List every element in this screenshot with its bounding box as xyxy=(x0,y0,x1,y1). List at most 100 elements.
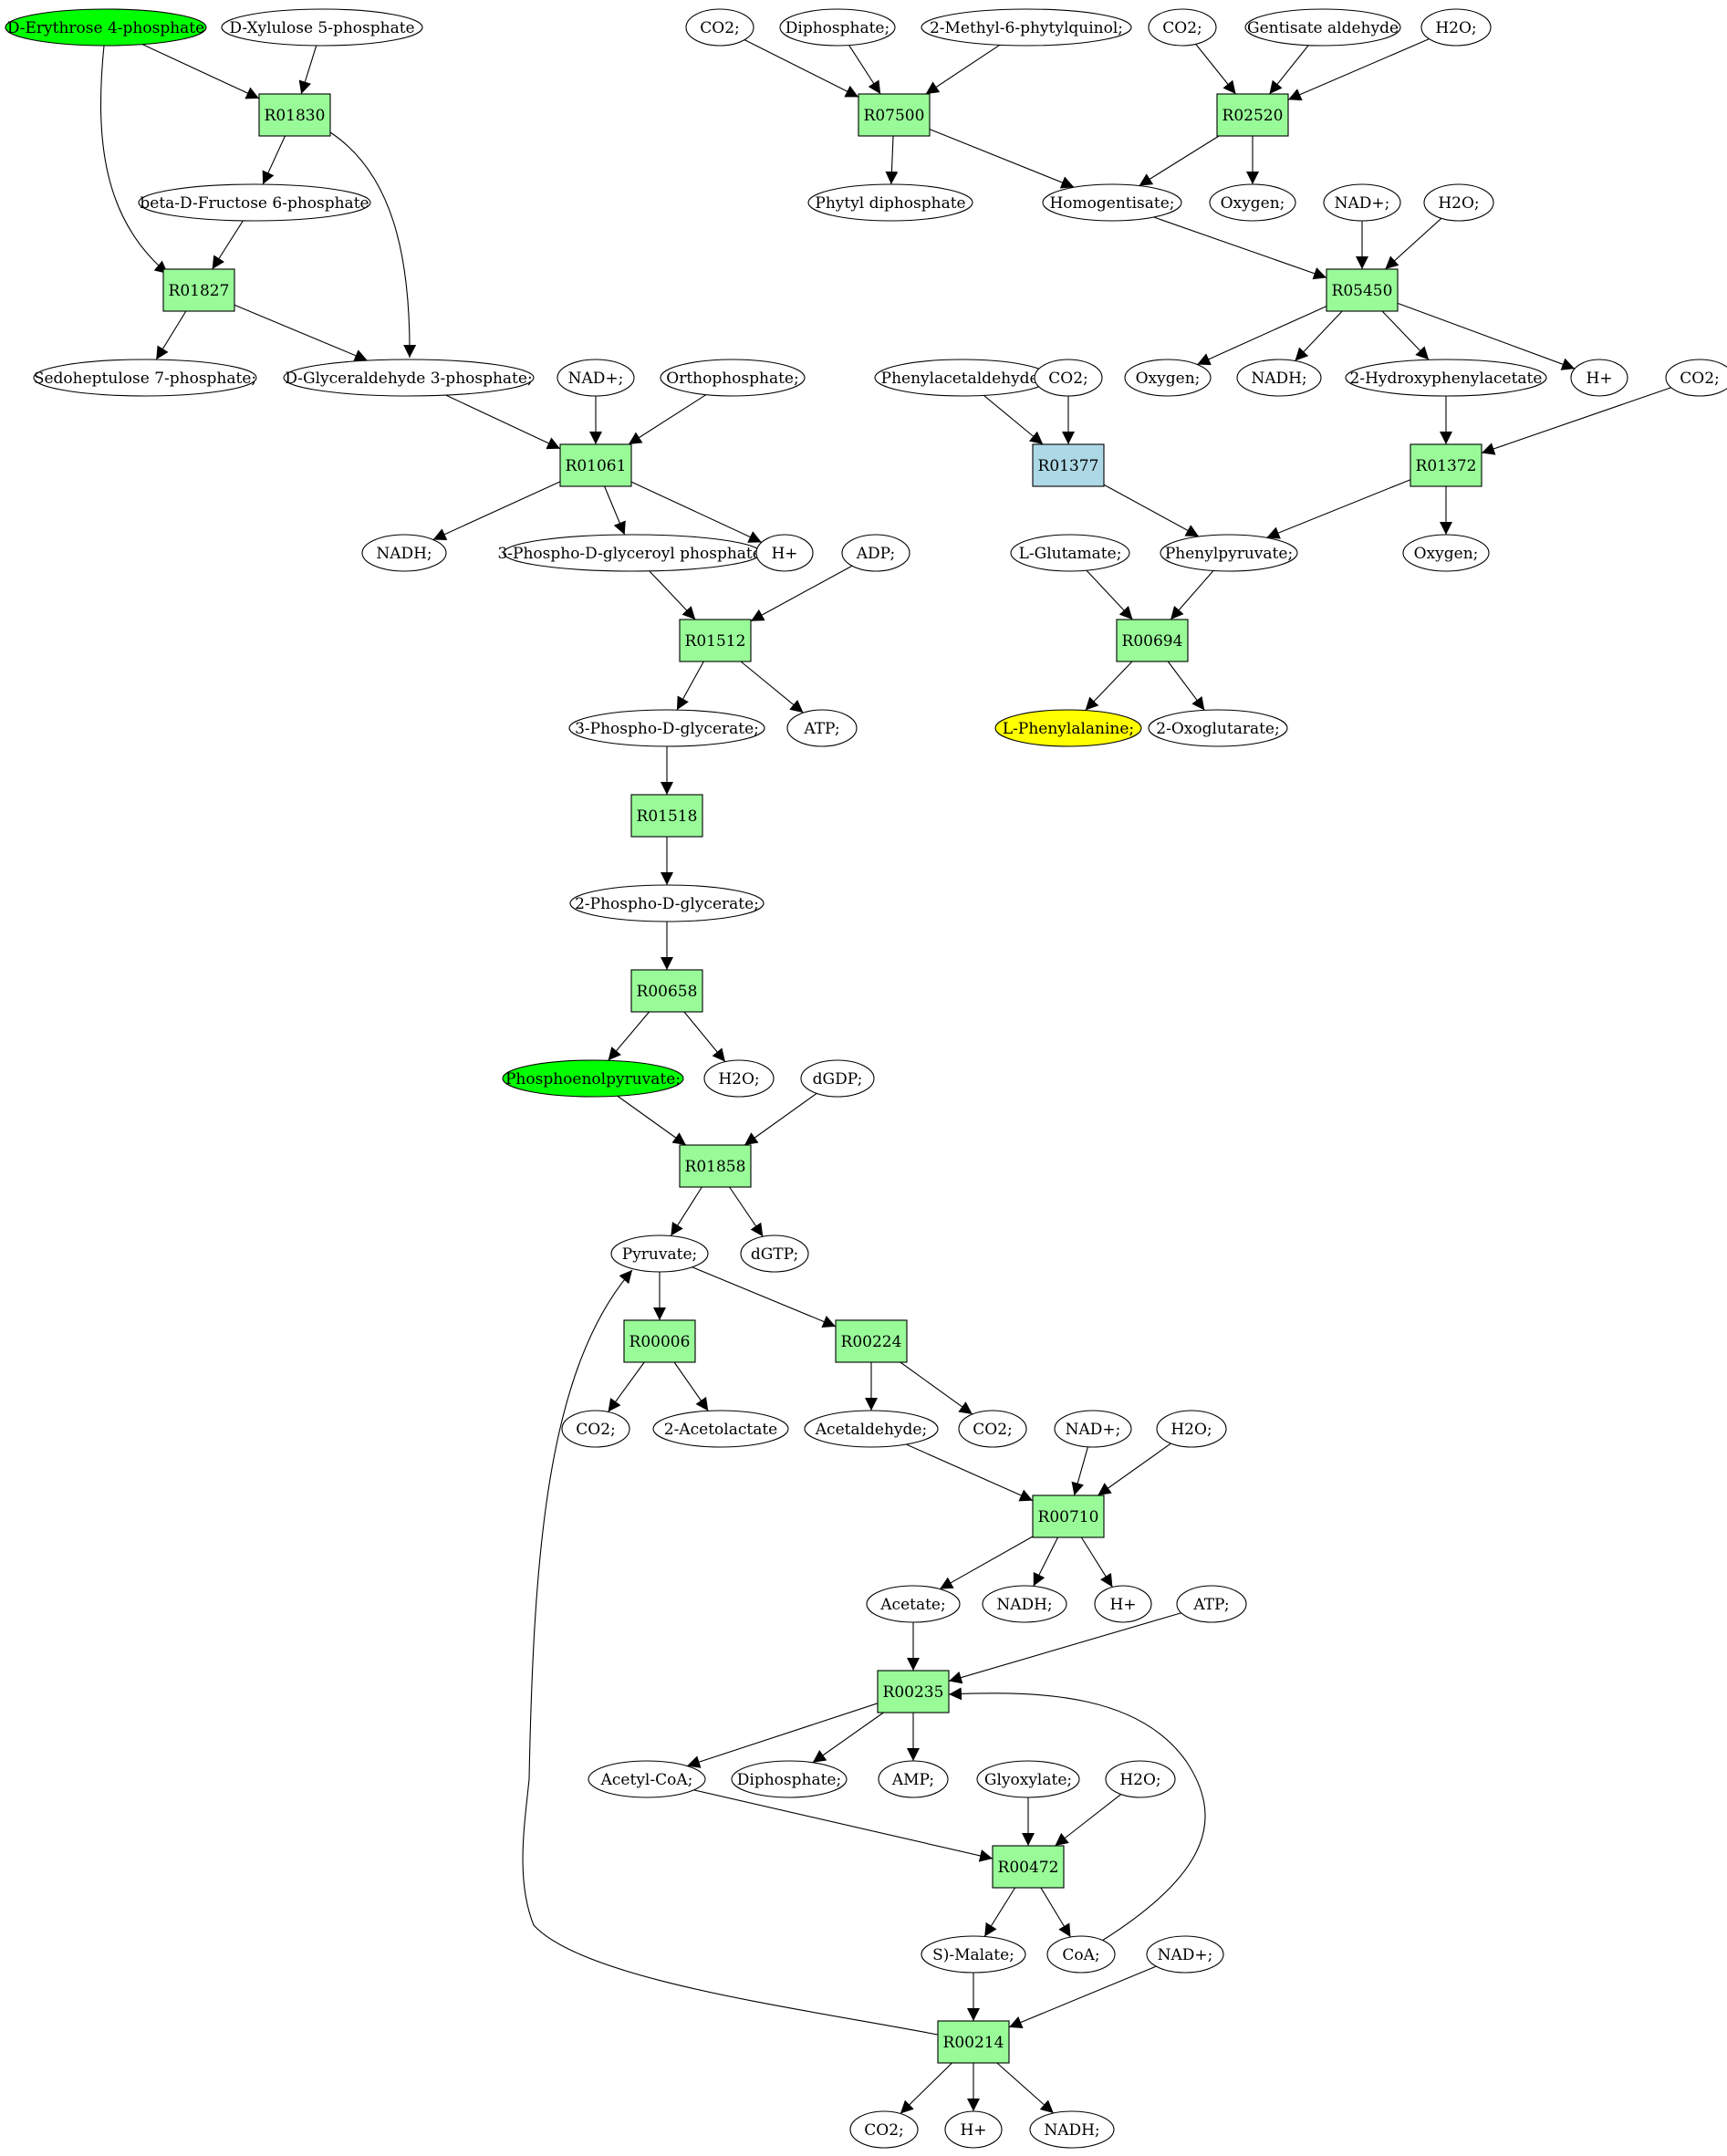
metabolite-node-m_co2_d[interactable]: CO2; xyxy=(1034,359,1103,397)
metabolite-node-m_dgdp[interactable]: dGDP; xyxy=(800,1059,875,1098)
metabolite-node-m_amp[interactable]: AMP; xyxy=(878,1760,949,1798)
metabolite-node-m_2pg[interactable]: 2-Phospho-D-glycerate; xyxy=(569,884,765,922)
metabolite-label: CO2; xyxy=(1162,19,1202,37)
metabolite-node-m_e4p[interactable]: D-Erythrose 4-phosphate xyxy=(5,8,207,47)
metabolite-ellipse xyxy=(221,8,423,47)
edge-m_pyr-to-r00224 xyxy=(692,1266,837,1328)
metabolite-node-m_x5p[interactable]: D-Xylulose 5-phosphate xyxy=(221,8,423,47)
reaction-label: R01830 xyxy=(265,107,326,125)
metabolite-label: Pyruvate; xyxy=(622,1245,697,1264)
metabolite-node-m_adp[interactable]: ADP; xyxy=(841,534,910,572)
metabolite-node-m_glu[interactable]: L-Glutamate; xyxy=(1010,534,1130,572)
edge-m_glu-to-r00694 xyxy=(1086,569,1133,620)
reaction-node-r01830[interactable]: R01830 xyxy=(258,93,331,137)
metabolite-node-m_co2_a[interactable]: CO2; xyxy=(685,8,754,47)
metabolite-node-m_nad_c[interactable]: NAD+; xyxy=(1054,1410,1132,1448)
metabolite-node-m_o2_c[interactable]: Oxygen; xyxy=(1402,534,1490,572)
metabolite-node-m_hpa[interactable]: 2-Hydroxyphenylacetate xyxy=(1345,359,1547,397)
metabolite-label: Acetyl-CoA; xyxy=(600,1771,693,1789)
metabolite-node-m_s7p[interactable]: Sedoheptulose 7-phosphate; xyxy=(33,359,257,397)
metabolite-node-m_h_a[interactable]: H+ xyxy=(1570,359,1628,397)
metabolite-node-m_nadh_b[interactable]: NADH; xyxy=(361,534,447,572)
metabolite-node-m_pi[interactable]: Orthophosphate; xyxy=(660,359,806,397)
reaction-node-r00006[interactable]: R00006 xyxy=(623,1319,696,1363)
metabolite-node-m_phe[interactable]: L-Phenylalanine; xyxy=(994,709,1142,747)
metabolite-node-m_nad_d[interactable]: NAD+; xyxy=(1146,1935,1224,1974)
metabolite-node-m_nad_b[interactable]: NAD+; xyxy=(557,359,635,397)
edge-r01827-to-m_s7p xyxy=(155,310,187,360)
metabolite-node-m_nadh_c[interactable]: NADH; xyxy=(982,1585,1067,1623)
reaction-node-r01827[interactable]: R01827 xyxy=(162,268,235,312)
metabolite-node-m_h_b[interactable]: H+ xyxy=(755,534,814,572)
metabolite-node-m_h_c[interactable]: H+ xyxy=(1094,1585,1152,1623)
reaction-node-r02520[interactable]: R02520 xyxy=(1216,93,1289,137)
metabolite-node-m_co2_c[interactable]: CO2; xyxy=(1665,359,1727,397)
reaction-node-r00710[interactable]: R00710 xyxy=(1032,1495,1105,1538)
reaction-node-r00472[interactable]: R00472 xyxy=(992,1845,1065,1889)
metabolite-node-m_glx[interactable]: Glyoxylate; xyxy=(976,1760,1080,1798)
metabolite-node-m_co2_g[interactable]: CO2; xyxy=(849,2110,919,2149)
metabolite-node-m_phald[interactable]: Phenylacetaldehyde; xyxy=(874,359,1051,397)
metabolite-node-m_o2_b[interactable]: Oxygen; xyxy=(1124,359,1212,397)
metabolite-node-m_g3p[interactable]: D-Glyceraldehyde 3-phosphate; xyxy=(283,359,535,397)
reaction-node-r00214[interactable]: R00214 xyxy=(937,2020,1010,2064)
metabolite-node-m_phpyr[interactable]: Phenylpyruvate; xyxy=(1160,534,1298,572)
metabolite-label: NADH; xyxy=(1044,2121,1099,2140)
metabolite-ellipse xyxy=(610,1234,709,1273)
reaction-node-r01858[interactable]: R01858 xyxy=(679,1144,752,1188)
metabolite-node-m_h_d[interactable]: H+ xyxy=(944,2110,1003,2149)
metabolite-node-m_dgtp[interactable]: dGTP; xyxy=(740,1234,809,1273)
metabolite-node-m_o2_a[interactable]: Oxygen; xyxy=(1209,183,1296,222)
metabolite-label: H2O; xyxy=(718,1070,759,1088)
reaction-label: R00214 xyxy=(943,2034,1004,2052)
edge-r00006-to-m_co2_e xyxy=(608,1361,645,1412)
metabolite-node-m_phytpp[interactable]: Phytyl diphosphate xyxy=(807,183,973,222)
metabolite-node-m_h2o_a[interactable]: H2O; xyxy=(1420,8,1492,47)
metabolite-node-m_akg[interactable]: 2-Oxoglutarate; xyxy=(1148,709,1288,747)
metabolite-node-m_accoa[interactable]: Acetyl-CoA; xyxy=(588,1760,706,1798)
reaction-box xyxy=(258,93,331,137)
reaction-node-r01512[interactable]: R01512 xyxy=(679,619,752,662)
reaction-node-r01372[interactable]: R01372 xyxy=(1410,443,1483,487)
metabolite-node-m_pyr[interactable]: Pyruvate; xyxy=(610,1234,709,1273)
metabolite-node-m_nadh_d[interactable]: NADH; xyxy=(1029,2110,1115,2149)
metabolite-node-m_h2o_d[interactable]: H2O; xyxy=(1156,1410,1227,1448)
metabolite-node-m_coa[interactable]: CoA; xyxy=(1046,1935,1116,1974)
metabolite-node-m_nad_a[interactable]: NAD+; xyxy=(1323,183,1401,222)
metabolite-node-m_co2_e[interactable]: CO2; xyxy=(561,1410,630,1448)
metabolite-node-m_gald[interactable]: Gentisate aldehyde xyxy=(1244,8,1401,47)
reaction-node-r01061[interactable]: R01061 xyxy=(559,443,632,487)
reaction-node-r01518[interactable]: R01518 xyxy=(630,794,703,838)
metabolite-node-m_ac[interactable]: Acetate; xyxy=(866,1585,961,1623)
reaction-node-r05450[interactable]: R05450 xyxy=(1326,268,1399,312)
metabolite-node-m_atp_b[interactable]: ATP; xyxy=(1176,1585,1247,1623)
metabolite-node-m_3pg[interactable]: 3-Phospho-D-glycerate; xyxy=(568,709,765,747)
metabolite-node-m_mal[interactable]: S)-Malate; xyxy=(921,1935,1026,1974)
reaction-box xyxy=(559,443,632,487)
reaction-node-r07500[interactable]: R07500 xyxy=(858,93,931,137)
metabolite-node-m_pp_a[interactable]: Diphosphate; xyxy=(779,8,896,47)
metabolite-node-m_h2o_e[interactable]: H2O; xyxy=(1105,1760,1176,1798)
metabolite-node-m_pp_b[interactable]: Diphosphate; xyxy=(731,1760,848,1798)
metabolite-node-m_mpq[interactable]: 2-Methyl-6-phytylquinol; xyxy=(921,8,1132,47)
metabolite-ellipse xyxy=(958,1410,1027,1448)
reaction-node-r00658[interactable]: R00658 xyxy=(630,969,703,1013)
metabolite-node-m_nadh_a[interactable]: NADH; xyxy=(1236,359,1322,397)
metabolite-node-m_acald[interactable]: Acetaldehyde; xyxy=(804,1410,939,1448)
reaction-node-r00224[interactable]: R00224 xyxy=(835,1319,908,1363)
metabolite-node-m_h2o_b[interactable]: H2O; xyxy=(1423,183,1494,222)
metabolite-node-m_atp_a[interactable]: ATP; xyxy=(786,709,858,747)
metabolite-node-m_pep[interactable]: Phosphoenolpyruvate; xyxy=(502,1059,684,1098)
metabolite-node-m_acl[interactable]: 2-Acetolactate xyxy=(652,1410,789,1448)
reaction-node-r00694[interactable]: R00694 xyxy=(1116,619,1189,662)
reaction-box xyxy=(1410,443,1483,487)
edge-r05450-to-m_nadh_a xyxy=(1295,310,1343,361)
metabolite-node-m_hgen[interactable]: Homogentisate; xyxy=(1042,183,1182,222)
reaction-node-r00235[interactable]: R00235 xyxy=(877,1670,950,1713)
metabolite-node-m_co2_f[interactable]: CO2; xyxy=(958,1410,1027,1448)
metabolite-node-m_13bpg[interactable]: 3-Phospho-D-glyceroyl phosphate; xyxy=(497,534,767,572)
metabolite-node-m_h2o_c[interactable]: H2O; xyxy=(703,1059,775,1098)
metabolite-node-m_co2_b[interactable]: CO2; xyxy=(1148,8,1217,47)
metabolite-node-m_f6p[interactable]: beta-D-Fructose 6-phosphate xyxy=(138,183,371,222)
reaction-node-r01377[interactable]: R01377 xyxy=(1032,443,1105,487)
